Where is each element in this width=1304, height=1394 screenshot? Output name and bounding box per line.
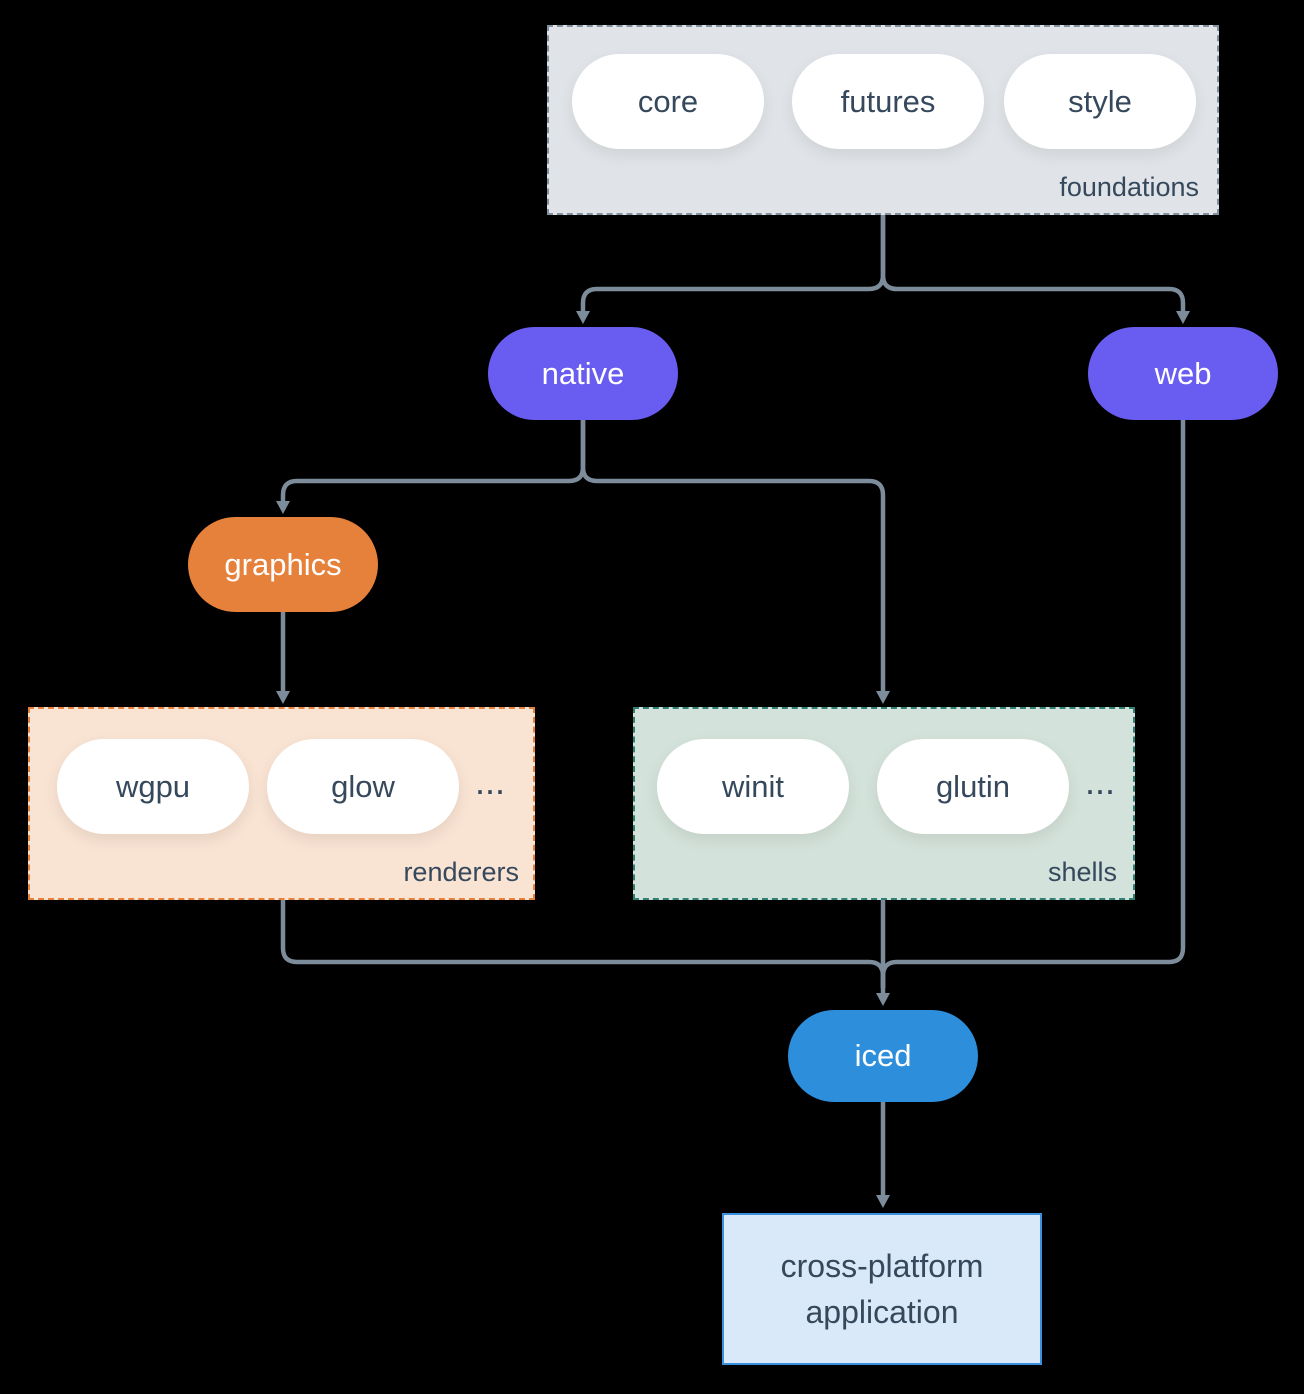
- renderers-ellipsis: ...: [475, 761, 506, 802]
- node-native: native: [488, 327, 678, 420]
- edge-web-iced: [880, 420, 1186, 988]
- pill-winit-label: winit: [721, 768, 784, 804]
- shells-group: winit glutin ... shells: [633, 707, 1135, 900]
- renderers-group-label: renderers: [403, 857, 519, 887]
- edge-foundations-native: [576, 215, 886, 324]
- node-graphics: graphics: [188, 517, 378, 612]
- edge-native-shells: [580, 420, 890, 704]
- node-iced: iced: [788, 1010, 978, 1102]
- foundations-group: core futures style foundations: [547, 25, 1219, 215]
- edge-renderers-iced: [280, 900, 886, 988]
- pill-wgpu-label: wgpu: [115, 768, 191, 804]
- node-iced-label: iced: [854, 1038, 912, 1073]
- pill-futures: futures: [792, 54, 984, 149]
- pill-glow-label: glow: [331, 768, 395, 804]
- node-native-label: native: [541, 355, 625, 391]
- shells-group-label: shells: [1047, 857, 1117, 887]
- pill-glow: glow: [267, 739, 459, 834]
- node-web-label: web: [1154, 355, 1212, 391]
- pill-glutin-label: glutin: [935, 768, 1011, 804]
- node-graphics-label: graphics: [224, 546, 342, 582]
- pill-winit: winit: [657, 739, 849, 834]
- pill-wgpu: wgpu: [57, 739, 249, 834]
- pill-core-label: core: [637, 83, 699, 119]
- pill-core: core: [572, 54, 764, 149]
- foundations-group-label: foundations: [1059, 172, 1199, 202]
- shells-ellipsis: ...: [1085, 761, 1116, 802]
- renderers-group: wgpu glow ... renderers: [28, 707, 535, 900]
- pill-style-label: style: [1068, 83, 1132, 119]
- node-web: web: [1088, 327, 1278, 420]
- edge-native-graphics: [276, 420, 586, 514]
- pill-glutin: glutin: [877, 739, 1069, 834]
- pill-futures-label: futures: [840, 83, 936, 119]
- edge-foundations-web: [880, 215, 1190, 324]
- application-label: cross-platform application: [780, 1247, 984, 1330]
- pill-style: style: [1004, 54, 1196, 149]
- application-box: cross-platform application: [722, 1213, 1042, 1365]
